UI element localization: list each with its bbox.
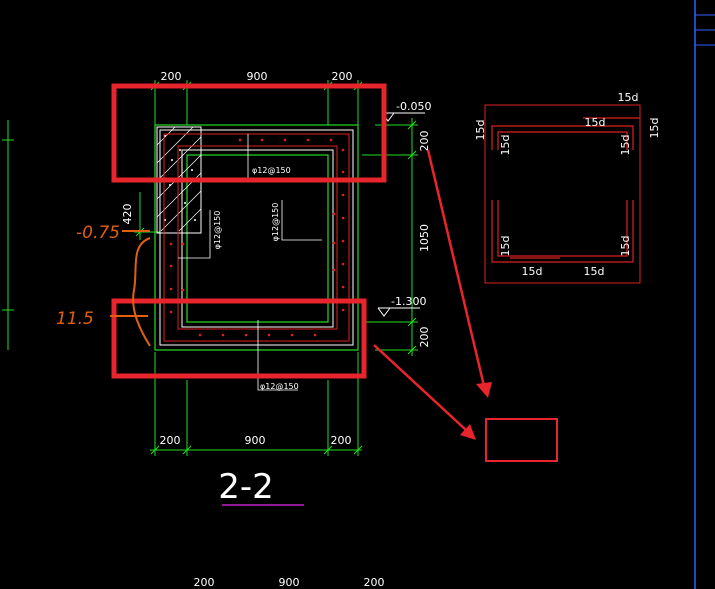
elevation-bottom-marker [377,307,420,317]
rebar-label-left: φ12@150 [213,211,222,250]
detail-label-1: 15d [618,91,639,104]
detail-label-2: 15d [585,116,606,129]
drawing-border [694,0,715,589]
handwritten-marks [110,230,151,347]
right-dim-3: 200 [418,327,431,348]
handwritten-upper: -0.75 [76,223,120,243]
page-bottom-dim-3: 200 [364,576,385,589]
rebar-dots [169,138,345,337]
highlight-box-top [111,83,387,183]
top-dim-1: 200 [161,70,182,83]
top-dim-3: 200 [332,70,353,83]
page-bottom-dim-2: 900 [279,576,300,589]
left-dim: 420 [121,204,134,225]
top-dim-2: 900 [247,70,268,83]
highlight-box-bottom [111,298,367,379]
arrow-from-top [426,149,492,398]
elevation-top-label: -0.050 [396,100,431,113]
bottom-dim-3: 200 [331,434,352,447]
handwritten-lower: 11.5 [56,309,94,329]
rebar-label-bottom: φ12@150 [260,382,299,391]
rebar-leaders [178,134,322,391]
rebar-label-top: φ12@150 [252,166,291,175]
left-dimension-line [134,192,160,240]
right-dimension-line [362,118,418,356]
detail-label-8: 15d [619,236,632,257]
page-bottom-dim-1: 200 [194,576,215,589]
rebar-label-right: φ12@150 [271,203,280,242]
right-dim-1: 200 [418,131,431,152]
bottom-dim-1: 200 [160,434,181,447]
detail-label-3: 15d [474,120,487,141]
elevation-top-marker [381,112,425,122]
arrow-from-bottom [373,344,476,440]
detail-label-7: 15d [499,236,512,257]
rebar-detail [484,104,641,284]
detail-label-5: 15d [619,135,632,156]
section-outline [154,124,359,351]
detail-label-6: 15d [648,118,661,139]
elevation-bottom-label: -1.300 [391,295,426,308]
detail-label-10: 15d [584,265,605,278]
bottom-dimension-line [150,352,363,456]
left-edge-fragment [2,120,14,350]
detail-label-9: 15d [522,265,543,278]
rebar-cage [163,133,350,342]
detail-label-4: 15d [499,135,512,156]
right-dim-2: 1050 [418,224,431,252]
section-title: 2-2 [218,467,274,507]
target-box [485,418,558,462]
bottom-dim-2: 900 [245,434,266,447]
